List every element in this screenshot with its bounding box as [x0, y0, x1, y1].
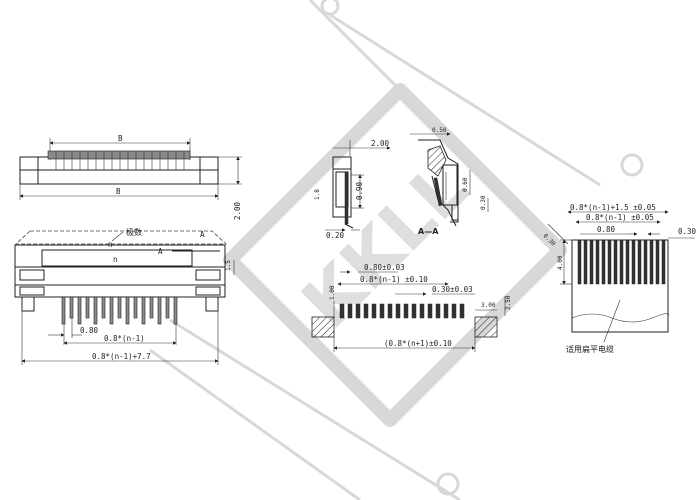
fpc-caption: 适用扁平电缆: [566, 344, 614, 354]
footprint-dim-total: (0.8*(n+1)±0.10: [384, 339, 452, 348]
section-label: A—A: [418, 227, 439, 236]
fpc-dim-span: 0.8*(n-1) ±0.05: [586, 213, 654, 222]
side-dim-offset: 0.20: [326, 231, 345, 240]
fpc-dim-side: 0.30: [678, 227, 697, 236]
side-dim-width: 2.00: [371, 139, 390, 148]
fpc-conductors: [577, 239, 666, 285]
front-dim-top-b: B: [118, 134, 123, 143]
front-dim-bottom-b: B: [116, 187, 121, 196]
footprint-dim-pad-height: 1.00: [329, 285, 336, 300]
bottom-dim-side: 1.5: [225, 260, 232, 271]
watermark: KKLL: [149, 0, 644, 500]
bottom-label-n: n: [113, 255, 118, 264]
bottom-dim-span: 0.8*(n-1): [104, 334, 145, 343]
section-dim-right-2: 0.30: [480, 195, 487, 210]
footprint-view: 0.80±0.03 0.8*(n-1) ±0.10 0.30±0.03 1.00…: [311, 263, 512, 352]
front-view: B B 2.00: [19, 134, 242, 220]
section-dim-right-1: 0.60: [462, 177, 469, 192]
section-dim-top: 0.50: [432, 127, 447, 134]
fpc-dim-pitch: 0.80: [597, 225, 616, 234]
footprint-mount-pad-left: [311, 316, 335, 338]
side-dim-left: 1.8: [314, 189, 321, 200]
footprint-dim-pitch: 0.80±0.03: [364, 263, 405, 272]
bottom-label-a-right: A: [200, 230, 205, 239]
side-dim-height: 0.90: [355, 181, 364, 200]
front-pins: [55, 151, 185, 170]
front-dim-height: 2.00: [233, 201, 242, 220]
bottom-dim-pitch: 0.80: [80, 326, 99, 335]
section-view: 0.50 0.60 0.30 A—A: [410, 127, 489, 236]
footprint-dim-mount-height: 2.50: [505, 295, 512, 310]
footprint-pads: [339, 303, 465, 319]
footprint-dim-span: 0.8*(n-1) ±0.10: [360, 275, 428, 284]
bottom-pins: [61, 296, 178, 325]
footprint-mount-pad-right: [474, 316, 498, 338]
fpc-dim-overall: 0.8*(n-1)+1.5 ±0.05: [570, 203, 656, 212]
fpc-view: 0.8*(n-1)+1.5 ±0.05 0.8*(n-1) ±0.05 0.80…: [542, 203, 697, 354]
fpc-dim-length: 4.00: [557, 255, 564, 270]
side-view: 2.00 0.90 1.8 0.20: [314, 139, 391, 240]
footprint-dim-mount-width: 3.00: [481, 302, 496, 309]
bottom-label-a-left: A: [158, 247, 163, 256]
footprint-dim-pad-width: 0.30±0.03: [432, 285, 473, 294]
bottom-label-pins: 极数: [126, 227, 142, 237]
bottom-view: 极数 n A A n 1.5 0.80: [14, 227, 235, 365]
bottom-dim-total: 0.8*(n-1)+7.7: [92, 352, 151, 361]
